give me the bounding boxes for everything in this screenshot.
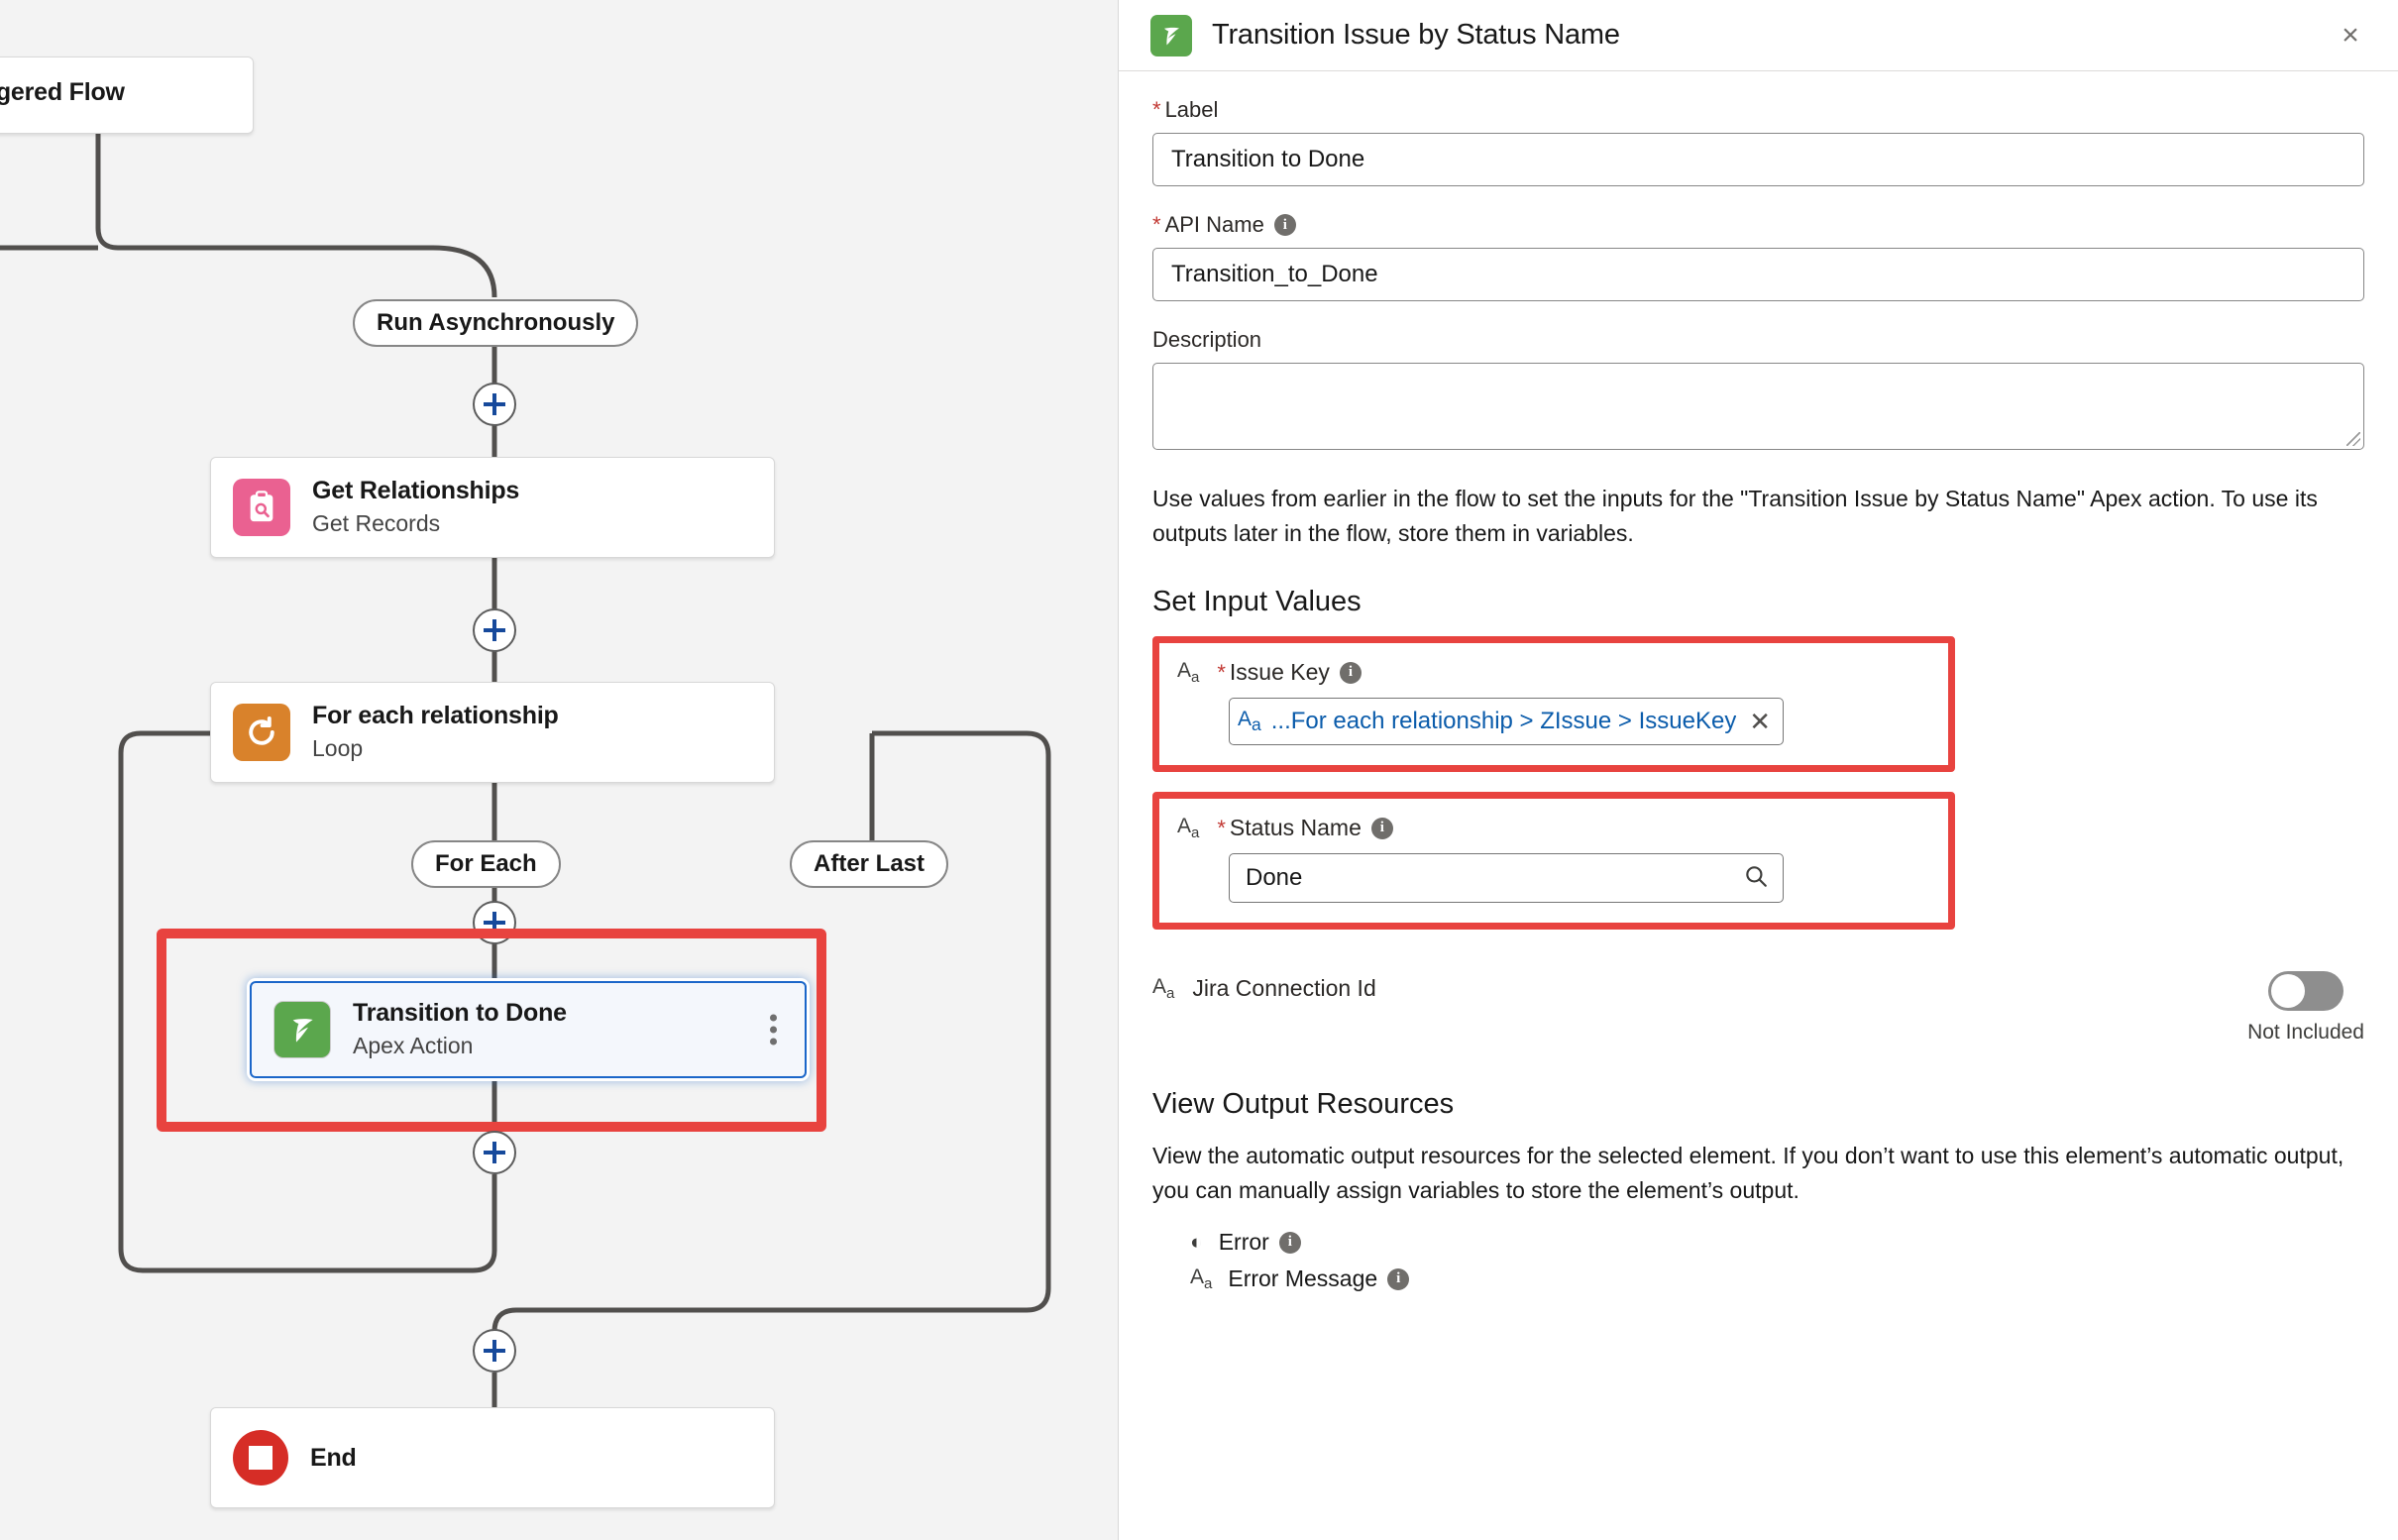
toggle-state-label: Not Included	[2247, 1021, 2364, 1045]
add-element-button[interactable]	[473, 901, 516, 944]
description-field-group: Description	[1152, 327, 2364, 450]
label-field-label: * Label	[1152, 97, 2364, 123]
info-icon[interactable]: i	[1387, 1267, 1410, 1290]
field-label-text: Description	[1152, 327, 1262, 352]
apex-action-icon	[1150, 14, 1192, 56]
status-name-label-row: Aa * Status Name i	[1177, 815, 1930, 841]
required-marker: *	[1217, 815, 1226, 840]
info-icon[interactable]: i	[1370, 817, 1393, 839]
element-properties-panel: Transition Issue by Status Name × * Labe…	[1118, 0, 2398, 1540]
required-marker: *	[1152, 97, 1161, 122]
jira-connection-row: Aa Jira Connection Id Not Included	[1152, 971, 2364, 1045]
field-label-text: Issue Key	[1229, 659, 1330, 686]
api-name-field-group: * API Name i Transition_to_Done	[1152, 212, 2364, 301]
apex-action-icon	[273, 1001, 331, 1058]
label-field-group: * Label Transition to Done	[1152, 97, 2364, 186]
label-input[interactable]: Transition to Done	[1152, 133, 2364, 186]
jira-connection-toggle-group: Not Included	[2247, 971, 2364, 1045]
info-icon[interactable]: i	[1273, 214, 1296, 236]
node-title: ord-Triggered Flow	[0, 78, 125, 106]
output-name: Error Message	[1228, 1265, 1378, 1292]
loop-icon	[233, 704, 290, 761]
text-type-icon: Aa	[1190, 1265, 1213, 1293]
text-type-icon: Aa	[1238, 708, 1261, 735]
add-element-button[interactable]	[473, 1131, 516, 1174]
set-input-values-heading: Set Input Values	[1152, 586, 1362, 617]
status-name-input[interactable]: Done	[1229, 853, 1784, 904]
flow-node-loop[interactable]: For each relationship Loop	[210, 682, 775, 783]
node-subtitle: Get Records	[312, 509, 441, 536]
output-paragraph: View the automatic output resources for …	[1152, 1143, 2344, 1203]
connector-label-for-each[interactable]: For Each	[411, 840, 561, 888]
intro-paragraph: Use values from earlier in the flow to s…	[1152, 486, 2318, 546]
node-menu-button[interactable]	[770, 1014, 777, 1045]
text-type-icon: Aa	[1152, 975, 1175, 1003]
node-title: End	[310, 1444, 357, 1472]
output-resource-error-message: Aa Error Message i	[1152, 1265, 2364, 1293]
issue-key-label-row: Aa * Issue Key i	[1177, 659, 1930, 686]
view-output-resources-heading: View Output Resources	[1152, 1088, 1455, 1121]
close-icon[interactable]: ×	[2342, 18, 2359, 52]
output-name: Error	[1218, 1229, 1269, 1256]
text-type-icon: Aa	[1177, 815, 1200, 842]
flow-canvas[interactable]: ord-Triggered Flow Run Asynchronously Ge…	[0, 0, 1118, 1540]
field-label-text: Status Name	[1229, 815, 1362, 841]
description-field-label: Description	[1152, 327, 2364, 353]
text-type-icon: Aa	[1177, 659, 1200, 687]
include-toggle[interactable]	[2268, 971, 2344, 1012]
required-marker: *	[1217, 659, 1226, 685]
flow-node-get-relationships[interactable]: Get Relationships Get Records	[210, 457, 775, 558]
get-records-icon	[233, 479, 290, 536]
search-icon[interactable]	[1743, 863, 1769, 894]
status-name-label: * Status Name i	[1217, 815, 1393, 841]
field-label-text: Label	[1164, 97, 1219, 122]
output-resource-error: ◐ Error i	[1152, 1229, 2364, 1256]
issue-key-highlight-box: Aa * Issue Key i Aa ...For each relation…	[1152, 636, 1955, 773]
jira-connection-label-group: Aa Jira Connection Id	[1152, 971, 1376, 1002]
node-title: For each relationship	[312, 701, 559, 729]
info-icon[interactable]: i	[1278, 1231, 1301, 1254]
connector-label-after-last[interactable]: After Last	[790, 840, 949, 888]
panel-title: Transition Issue by Status Name	[1212, 19, 1620, 51]
status-name-highlight-box: Aa * Status Name i Done	[1152, 792, 1955, 931]
node-subtitle: Loop	[312, 734, 364, 761]
field-label-text: API Name	[1164, 212, 1264, 237]
api-name-field-label: * API Name i	[1152, 212, 2364, 238]
add-element-button[interactable]	[473, 1329, 516, 1373]
connector-label-run-asynchronously[interactable]: Run Asynchronously	[353, 299, 639, 347]
node-title: Get Relationships	[312, 476, 520, 504]
jira-connection-label: Jira Connection Id	[1192, 975, 1376, 1002]
boolean-type-icon: ◐	[1190, 1230, 1203, 1254]
panel-header: Transition Issue by Status Name ×	[1119, 0, 2398, 71]
flow-node-transition-to-done[interactable]: Transition to Done Apex Action	[250, 981, 807, 1078]
api-name-input[interactable]: Transition_to_Done	[1152, 248, 2364, 301]
node-title: Transition to Done	[353, 998, 567, 1027]
add-element-button[interactable]	[473, 383, 516, 426]
status-name-value: Done	[1246, 864, 1303, 892]
panel-body: * Label Transition to Done * API Name i …	[1119, 71, 2398, 1293]
add-element-button[interactable]	[473, 608, 516, 652]
flow-node-trigger[interactable]: ord-Triggered Flow	[0, 56, 254, 134]
flow-node-end[interactable]: End	[210, 1407, 775, 1508]
issue-key-input[interactable]: Aa ...For each relationship > ZIssue > I…	[1229, 698, 1784, 746]
node-subtitle: Apex Action	[353, 1032, 474, 1058]
clear-icon[interactable]: ✕	[1749, 707, 1771, 737]
connector-lines	[0, 134, 1051, 1407]
resource-token[interactable]: Aa ...For each relationship > ZIssue > I…	[1238, 708, 1739, 735]
required-marker: *	[1152, 212, 1161, 237]
end-icon	[233, 1430, 288, 1485]
issue-key-label: * Issue Key i	[1217, 659, 1362, 686]
resource-token-text: ...For each relationship > ZIssue > Issu…	[1270, 708, 1737, 735]
info-icon[interactable]: i	[1339, 661, 1362, 684]
description-textarea[interactable]	[1152, 363, 2364, 450]
